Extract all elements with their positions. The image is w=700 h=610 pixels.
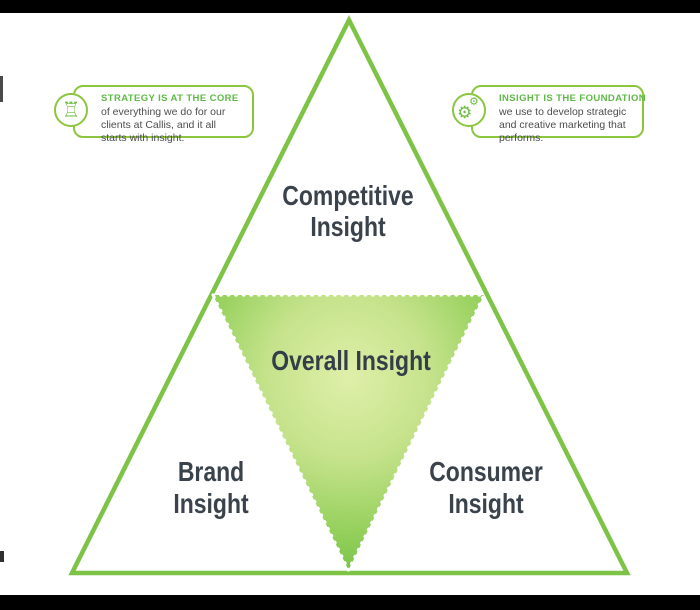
strategy-callout: STRATEGY IS AT THE CORE of everything we… (73, 85, 254, 144)
inner-inverted-triangle (213, 295, 484, 570)
gears-icon: ⚙ ⚙ (456, 97, 482, 123)
competitive-insight-line2: Insight (310, 211, 386, 242)
consumer-insight-label: Consumer Insight (396, 456, 576, 520)
bottom-letterbox-bar (0, 595, 700, 610)
strategy-icon-circle: ♖ (54, 93, 88, 127)
insight-callout: INSIGHT IS THE FOUNDATION we use to deve… (471, 85, 647, 144)
insight-icon-circle: ⚙ ⚙ (452, 93, 486, 127)
competitive-insight-label: Competitive Insight (258, 180, 438, 242)
consumer-insight-line2: Insight (448, 488, 524, 519)
rook-icon: ♖ (61, 98, 81, 122)
brand-insight-label: Brand Insight (121, 456, 301, 520)
gear-large-icon: ⚙ (457, 103, 473, 122)
left-edge-artifact (0, 551, 4, 562)
strategy-callout-body: of everything we do for our clients at C… (101, 106, 226, 144)
gear-small-icon: ⚙ (469, 96, 479, 108)
outer-triangle-outline (68, 14, 631, 576)
consumer-insight-line1: Consumer (429, 456, 543, 487)
insight-callout-heading: INSIGHT IS THE FOUNDATION (499, 93, 647, 104)
competitive-insight-line1: Competitive (282, 180, 414, 211)
overall-insight-text: Overall Insight (271, 345, 431, 376)
brand-insight-line2: Insight (173, 488, 249, 519)
strategy-callout-heading: STRATEGY IS AT THE CORE (101, 93, 239, 104)
insight-callout-body: we use to develop strategic and creative… (499, 106, 627, 144)
left-edge-artifact (0, 76, 3, 102)
overall-insight-label: Overall Insight (253, 345, 450, 376)
top-letterbox-bar (0, 0, 700, 13)
brand-insight-line1: Brand (177, 456, 245, 487)
inner-triangle-dotted-edge (211, 293, 486, 572)
